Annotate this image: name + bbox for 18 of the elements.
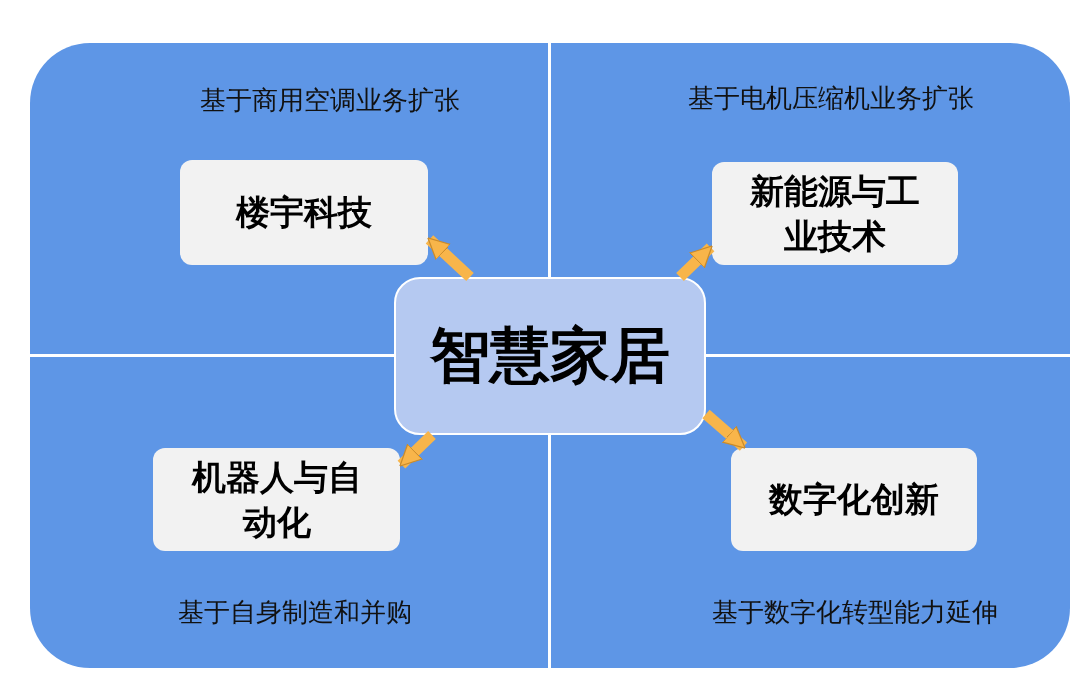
block-arrow	[425, 235, 474, 282]
block-arrow	[397, 431, 436, 469]
quadrant-caption: 基于数字化转型能力延伸	[712, 596, 998, 629]
center-title: 智慧家居	[430, 318, 670, 392]
quadrant-caption: 基于自身制造和并购	[178, 596, 412, 629]
category-label: 楼宇科技	[234, 191, 373, 235]
category-label: 数字化创新	[767, 478, 940, 522]
quadrant-caption: 基于商用空调业务扩张	[200, 84, 460, 117]
center-box	[394, 277, 706, 435]
quadrant-caption: 基于电机压缩机业务扩张	[688, 82, 974, 115]
block-arrow	[702, 409, 748, 451]
category-box	[153, 448, 400, 551]
category-box	[712, 162, 958, 265]
category-label: 机器人与自动化	[190, 456, 363, 544]
category-label: 新能源与工业技术	[749, 170, 921, 258]
category-box	[731, 448, 977, 551]
block-arrow	[676, 243, 715, 281]
category-box	[180, 160, 428, 265]
